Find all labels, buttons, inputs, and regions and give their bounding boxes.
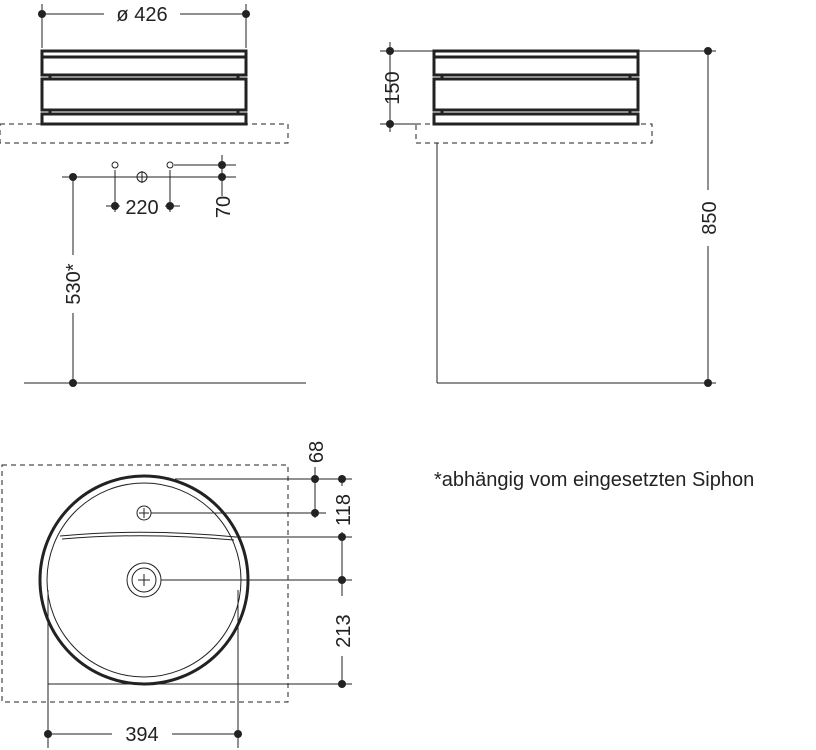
dim-dot [704,379,712,387]
dim-dot [704,47,712,55]
dim-dot [44,730,52,738]
dim-dot [218,161,226,169]
tap-hole-icon [111,161,119,169]
basin-wall [432,57,640,88]
dim-dot [338,475,346,483]
label-mask [332,596,352,656]
tap-offset-label: 70 [213,196,235,218]
dim-dot [234,730,242,738]
tap-hole-icon [166,161,174,169]
dim-dot [166,202,174,210]
dim-dot [69,173,77,181]
basin-lower [40,88,248,126]
tap-to-edge-label: 118 [333,494,355,526]
basin-rim [432,49,640,59]
basin-rim [40,49,248,59]
shelf-edge [59,531,237,538]
drain-to-front-label: 213 [333,614,355,647]
side-view: 150 850 [380,42,721,387]
dim-dot [218,173,226,181]
basin-lower [432,88,640,126]
dim-dot [338,576,346,584]
dim-dot [242,10,250,18]
siphon-footnote: *abhängig vom eingesetzten Siphon [434,469,755,491]
basin-wall [40,57,248,88]
dim-dot [38,10,46,18]
dim-dot [386,47,394,55]
dim-dot [338,680,346,688]
front-view: ø 426 70 220 [0,4,306,387]
shelf-edge [61,535,235,541]
total-height-label: 850 [699,201,721,234]
dim-dot [386,120,394,128]
countertop-outline [415,123,653,144]
label-mask [332,486,352,532]
dim-dot [111,202,119,210]
top-view: 68 118 213 394 [1,441,355,748]
dim-dot [311,509,319,517]
basin-height-label: 150 [382,71,404,104]
inner-width-label: 394 [125,724,158,746]
countertop-outline [0,123,289,144]
diameter-label: ø 426 [116,4,167,26]
drain-height-label: 530* [63,263,85,304]
dim-dot [311,475,319,483]
tap-spacing-label: 220 [125,197,158,219]
drain-icon [131,567,157,593]
top-offset-label: 68 [306,441,328,463]
dim-dot [338,533,346,541]
countertop-outline [1,464,289,703]
